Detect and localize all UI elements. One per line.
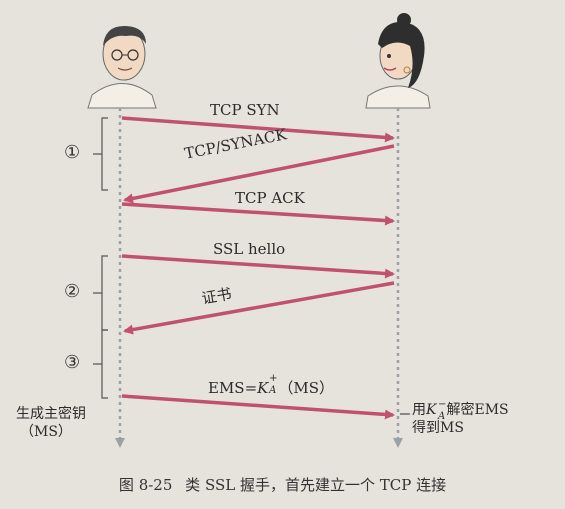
tcp-syn-arrow <box>121 116 395 143</box>
figure-caption: 图 8-25 类 SSL 握手，首先建立一个 TCP 连接 <box>0 474 565 495</box>
tcp-ack-label: TCP ACK <box>235 189 305 207</box>
tcp-ack-arrow <box>121 202 395 226</box>
left-note-line2: （MS） <box>20 424 72 440</box>
ems-label: EMS=K+A（MS） <box>208 373 335 398</box>
ems-key: K+A <box>257 373 278 397</box>
step2-bracket <box>93 255 108 331</box>
ssl-hello-arrow <box>121 254 395 279</box>
ems-prefix: EMS= <box>208 379 258 397</box>
tcp-synack-arrow <box>123 144 395 204</box>
generate-master-key-note: 生成主密钥 （MS） <box>16 405 86 441</box>
left-note-line1: 生成主密钥 <box>16 406 86 422</box>
step-3-marker: ③ <box>64 352 81 373</box>
private-key: K−A <box>426 399 447 422</box>
ems-suffix: （MS） <box>278 379 335 397</box>
tcp-syn-label: TCP SYN <box>210 101 280 119</box>
right-note-line2: 得到MS <box>412 420 464 436</box>
step1-bracket <box>93 117 108 191</box>
certificate-arrow <box>123 281 395 335</box>
ems-arrow <box>121 394 395 420</box>
server-lifeline-end <box>393 438 403 448</box>
figure-number: 图 8-25 <box>118 476 173 494</box>
step-1-marker: ① <box>64 142 81 163</box>
step-2-marker: ② <box>64 281 81 302</box>
client-lifeline-end <box>115 438 125 448</box>
ssl-hello-label: SSL hello <box>213 240 286 258</box>
client-person-icon <box>87 26 157 109</box>
server-person-icon <box>365 13 431 109</box>
step3-bracket <box>93 329 108 399</box>
figure-title: 类 SSL 握手，首先建立一个 TCP 连接 <box>185 476 447 494</box>
